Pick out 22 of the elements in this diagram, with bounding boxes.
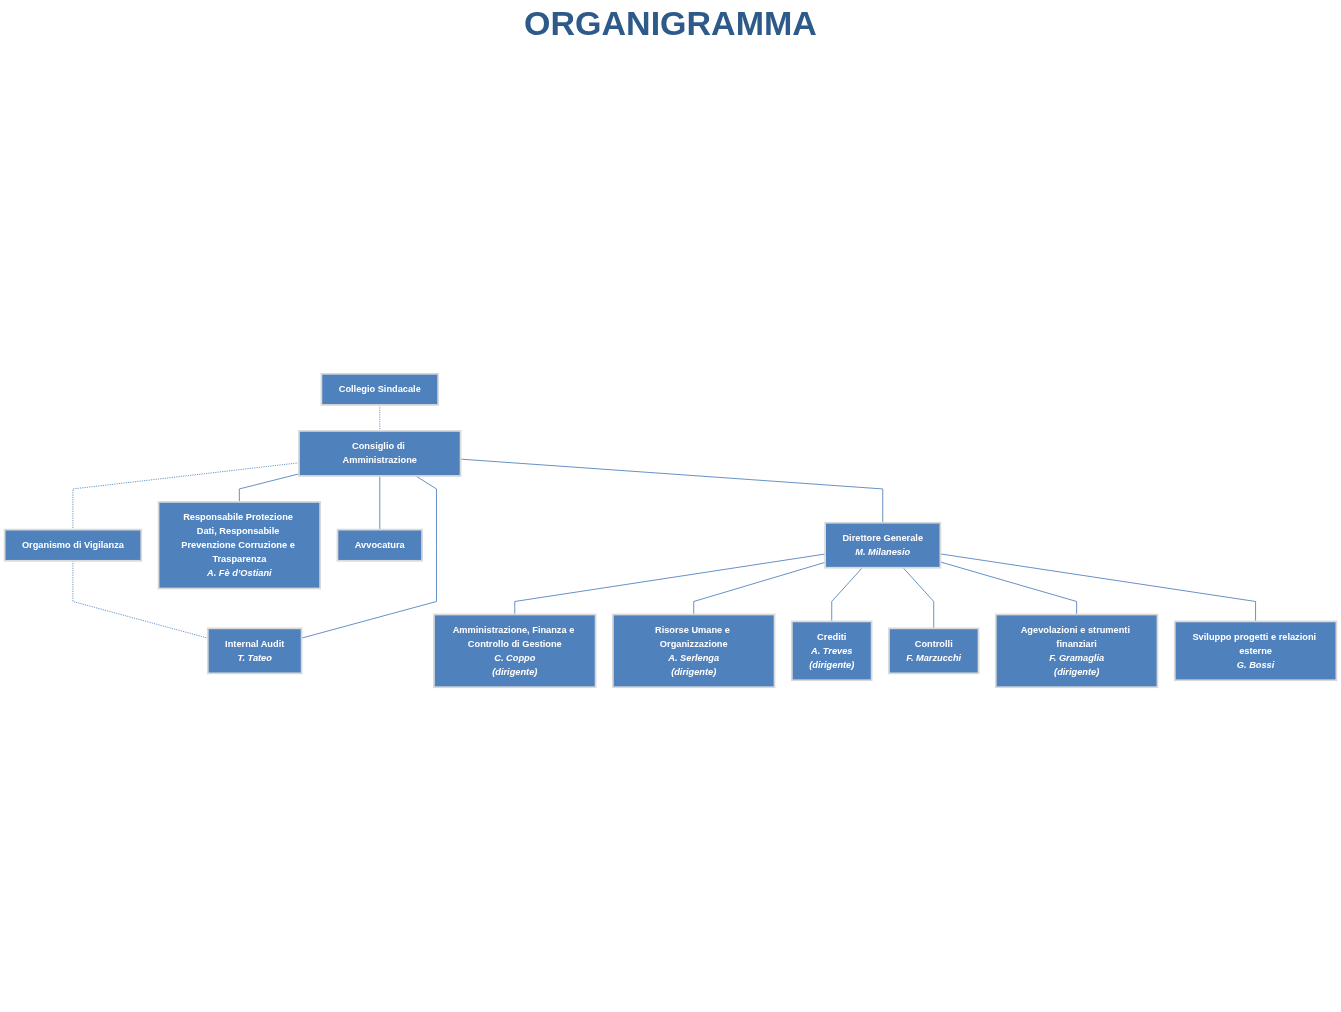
node-box: Amministrazione, Finanza e Controllo di Gestione C. Coppo (dirigente) [433, 613, 597, 689]
node-box: Controlli F. Marzucchi [888, 627, 980, 675]
connector [379, 404, 381, 432]
connector [831, 567, 863, 622]
node-box: Consiglio di Amministrazione [298, 430, 462, 477]
node-box: Crediti A. Treves (dirigente) [791, 620, 873, 682]
node-box: Organismo di Vigilanza [3, 528, 143, 562]
node-box: Avvocatura [336, 528, 423, 562]
node-box: Agevolazioni e strumenti finanziari F. Gramaglia (dirigente) [994, 613, 1159, 689]
node-box: Risorse Umane e Organizzazione A. Serlenga (dirigente) [612, 613, 776, 689]
node-box: Collegio Sindacale [320, 372, 439, 406]
node-box: Direttore Generale M. Milanesio [824, 521, 942, 569]
node-box: Sviluppo progetti e relazioni esterne G. Bossi [1173, 620, 1338, 682]
connector [514, 553, 826, 615]
connector [379, 475, 381, 531]
connector [301, 475, 437, 639]
node-box: Internal Audit T. Tateo [206, 627, 303, 675]
chart-title: ORGANIGRAMMA [524, 4, 817, 43]
connector [460, 458, 884, 524]
connector [902, 567, 935, 629]
connector [693, 561, 826, 615]
node-box: Responsabile Protezione Dati, Responsabile Prevenzione Corruzione e Trasparenza A. Fè d’Ostiani [157, 501, 321, 590]
